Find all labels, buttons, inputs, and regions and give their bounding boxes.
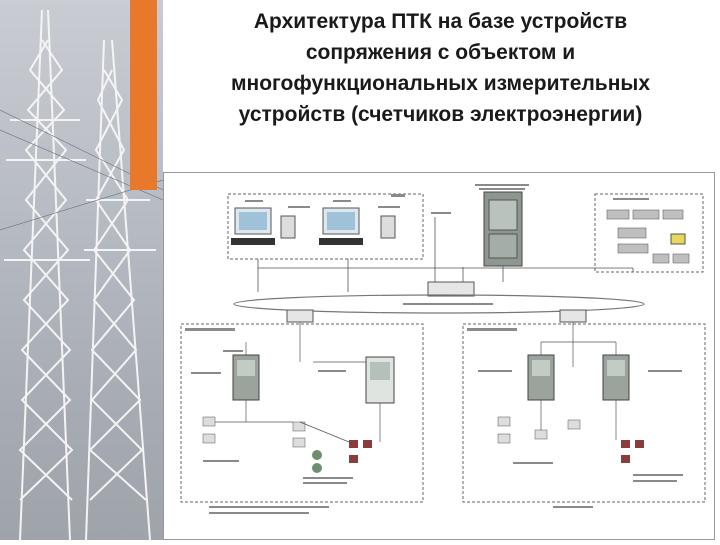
server-cabinet bbox=[527, 354, 555, 401]
left-section-box bbox=[180, 323, 424, 503]
printer-icon bbox=[280, 215, 296, 239]
server-cabinet bbox=[365, 356, 395, 404]
architecture-diagram bbox=[163, 172, 715, 540]
power-tower-illustration bbox=[0, 9, 163, 540]
device-icon bbox=[670, 233, 686, 245]
network-switch bbox=[427, 281, 475, 297]
right-section-box bbox=[462, 323, 706, 503]
server-cabinet bbox=[483, 191, 523, 267]
workstation-monitor bbox=[231, 207, 275, 245]
workstation-monitor bbox=[319, 207, 363, 245]
accent-bar bbox=[130, 0, 157, 190]
network-ring bbox=[233, 294, 645, 314]
server-cabinet bbox=[232, 354, 260, 401]
title-line-2: сопряжения с объектом и bbox=[305, 41, 576, 64]
server-cabinet bbox=[602, 354, 630, 401]
title-line-1: Архитектура ПТК на базе устройств bbox=[253, 10, 628, 33]
title-line-4: устройств (счетчиков электроэнергии) bbox=[238, 103, 643, 126]
page-title: Архитектура ПТК на базе устройств сопряж… bbox=[168, 6, 713, 130]
network-switch bbox=[559, 309, 587, 323]
network-switch bbox=[286, 309, 314, 323]
title-line-3: многофункциональных измерительных bbox=[231, 72, 650, 95]
arm-group-box bbox=[227, 193, 424, 260]
text-placeholders bbox=[245, 194, 405, 208]
external-systems-box bbox=[594, 193, 704, 273]
printer-icon bbox=[380, 215, 396, 239]
architecture-diagram-svg bbox=[163, 172, 715, 540]
